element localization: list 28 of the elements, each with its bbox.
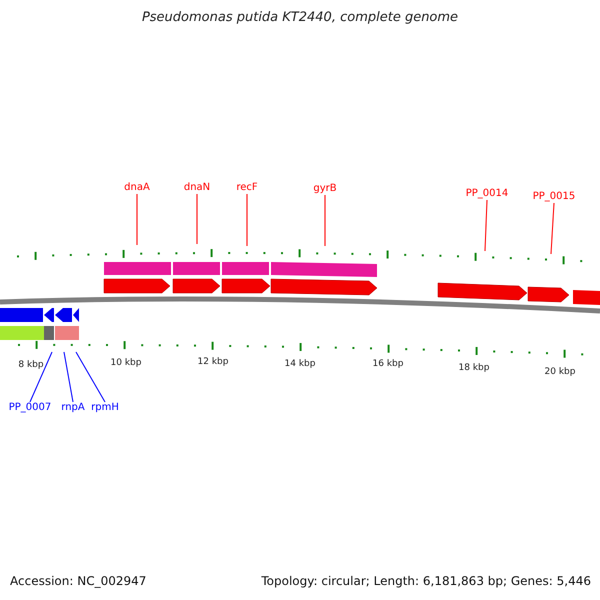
gene-label: dnaA (124, 183, 150, 193)
scale-label: 12 kbp (198, 358, 228, 367)
leader-line (324, 194, 326, 246)
scale-label: 14 kbp (284, 360, 316, 369)
scale-label: 20 kbp (544, 368, 576, 377)
diagram-title: Pseudomonas putida KT2440, complete genome (142, 11, 458, 24)
gene-label: rnpA (61, 403, 85, 413)
leader-line (136, 194, 138, 246)
leader-line (64, 352, 74, 402)
gene-label: gyrB (313, 184, 337, 194)
scale-label: 8 kbp (18, 361, 44, 370)
leader-line (484, 200, 488, 252)
leader-line (550, 202, 554, 254)
leader-line (196, 194, 198, 244)
scale-label: 16 kbp (372, 360, 404, 369)
gene-label: dnaN (184, 183, 210, 193)
gene-label: rpmH (91, 403, 119, 413)
leader-line (30, 352, 52, 402)
accession-text: Accession: NC_002947 (10, 575, 146, 587)
gene-label: PP_0007 (8, 403, 52, 413)
leader-line (246, 194, 248, 246)
leader-line (76, 352, 106, 402)
scale-label: 18 kbp (458, 364, 490, 373)
gene-label: recF (236, 183, 258, 193)
scale-label: 10 kbp (110, 359, 142, 368)
gene-label: PP_0015 (532, 192, 576, 202)
gene-label: PP_0014 (466, 189, 508, 199)
genome-summary-text: Topology: circular; Length: 6,181,863 bp; Genes: 5,446 (261, 575, 591, 587)
